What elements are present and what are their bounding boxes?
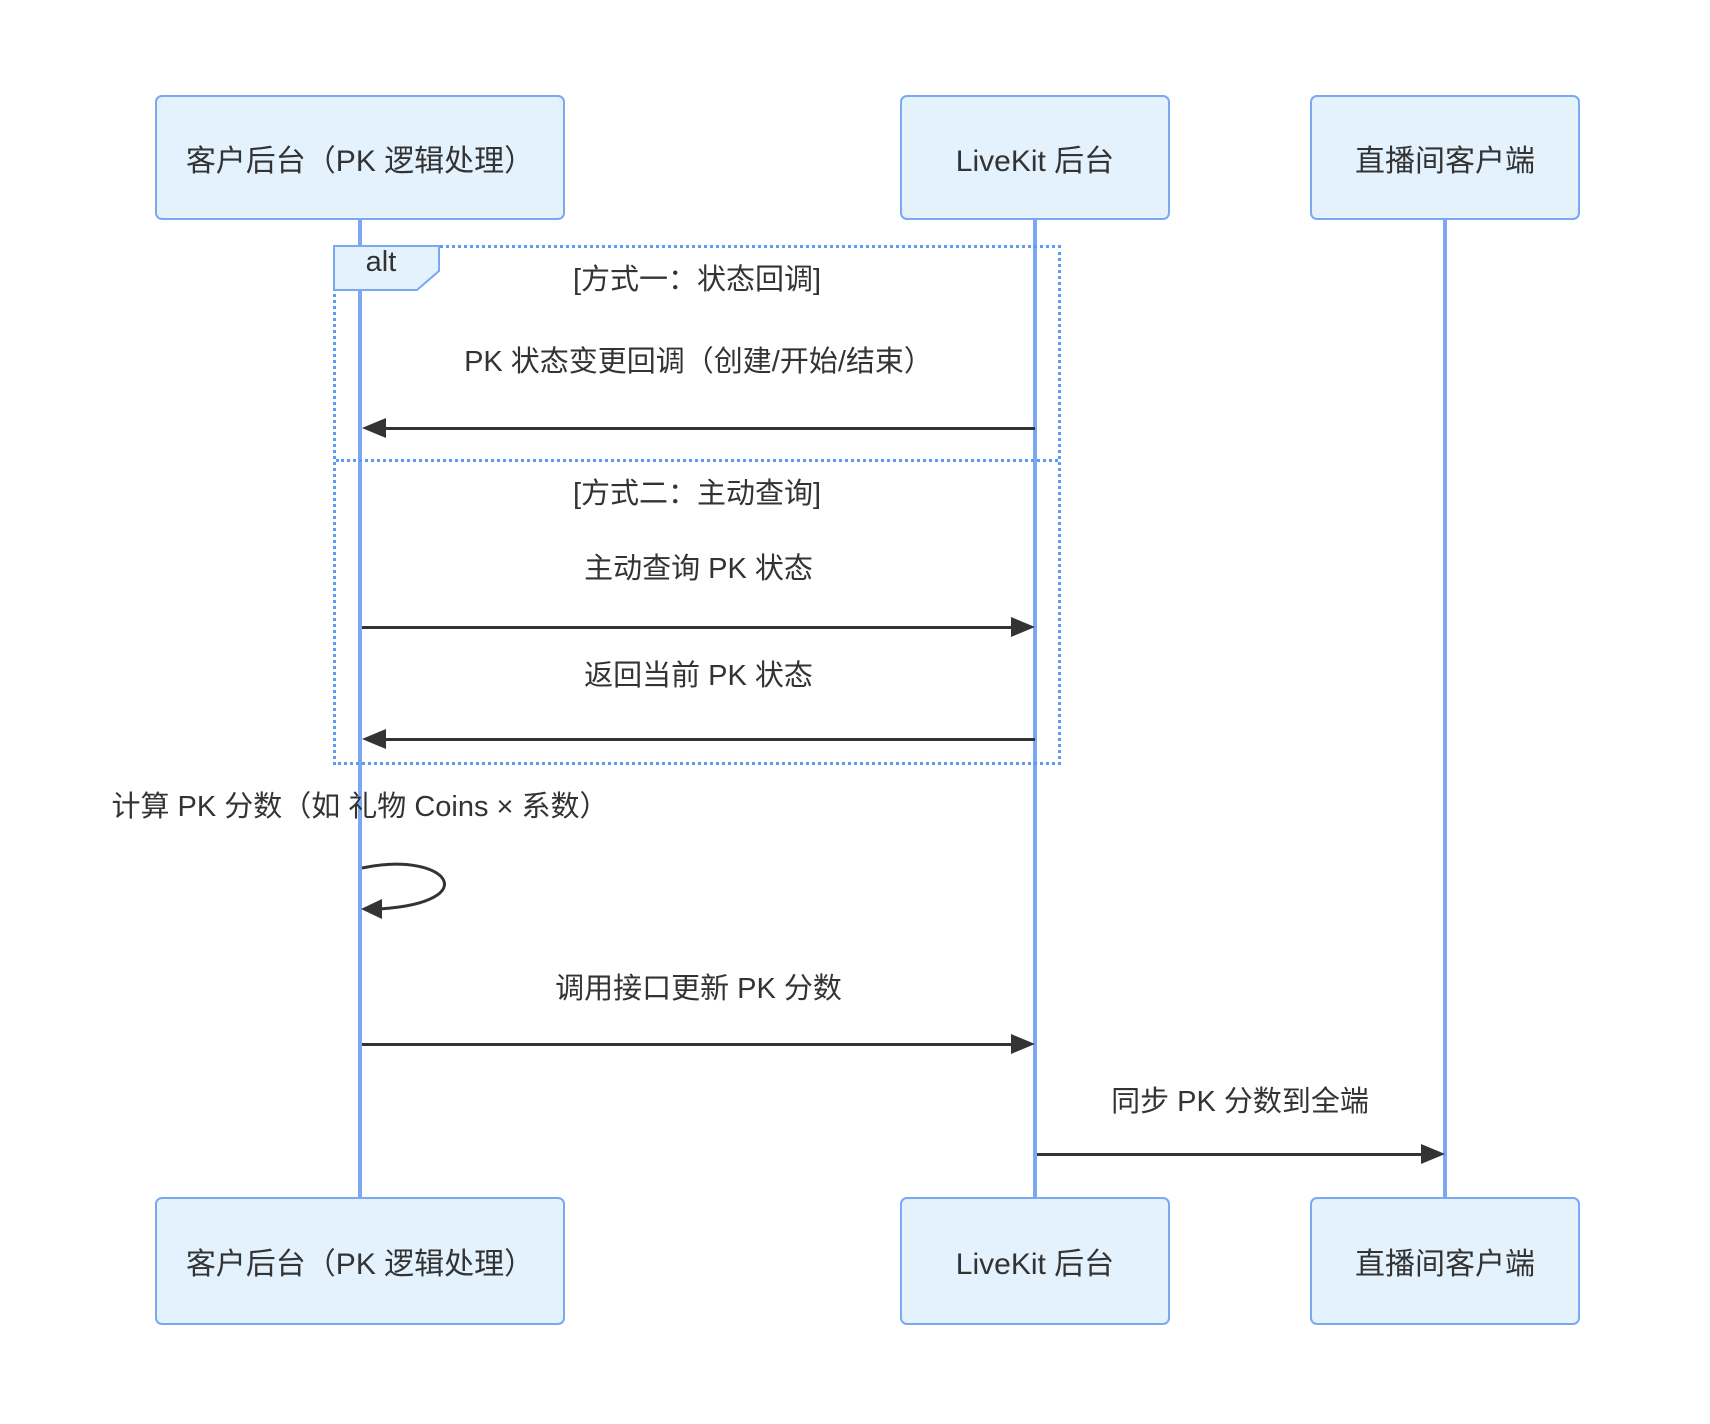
lifeline-customer	[358, 218, 362, 1200]
arrowhead-left-icon	[362, 418, 386, 438]
actor-label-customer-top: 客户后台（PK 逻辑处理）	[185, 144, 535, 178]
actor-box-customer-bottom: 客户后台（PK 逻辑处理）	[155, 1197, 565, 1325]
alt-section-title-2: [方式二：主动查询]	[572, 478, 822, 510]
message-text-return-status: 返回当前 PK 状态	[584, 660, 813, 692]
lifeline-client	[1443, 218, 1447, 1200]
alt-label: alt	[333, 245, 441, 291]
alt-section-divider	[336, 459, 1058, 462]
arrowhead-right-icon	[1011, 617, 1035, 637]
message-arrow-return-status	[382, 738, 1035, 741]
actor-label-customer-bottom: 客户后台（PK 逻辑处理）	[185, 1248, 535, 1281]
lifeline-livekit	[1033, 218, 1037, 1200]
actor-box-customer-top: 客户后台（PK 逻辑处理）	[155, 95, 565, 220]
actor-box-livekit-bottom: LiveKit 后台	[900, 1197, 1170, 1325]
self-loop-arrow	[361, 862, 446, 919]
arrowhead-right-icon	[1421, 1144, 1445, 1164]
actor-label-client-top: 直播间客户端	[1355, 144, 1535, 178]
actor-label-client-bottom: 直播间客户端	[1355, 1248, 1535, 1281]
message-arrow-sync-score	[1037, 1153, 1423, 1156]
alt-frame: alt [方式一：状态回调] [方式二：主动查询]	[333, 245, 1061, 765]
message-arrow-update-score	[362, 1043, 1015, 1046]
arrowhead-left-icon	[362, 729, 386, 749]
message-text-status-callback: PK 状态变更回调（创建/开始/结束）	[464, 346, 933, 378]
arrowhead-right-icon	[1011, 1034, 1035, 1054]
message-arrow-status-callback	[382, 427, 1035, 430]
actor-box-livekit-top: LiveKit 后台	[900, 95, 1170, 220]
message-arrow-query-status	[362, 626, 1015, 629]
actor-box-client-bottom: 直播间客户端	[1310, 1197, 1580, 1325]
actor-box-client-top: 直播间客户端	[1310, 95, 1580, 220]
alt-label-text: alt	[365, 246, 397, 278]
alt-label-shape	[333, 245, 440, 291]
message-text-query-status: 主动查询 PK 状态	[584, 553, 813, 585]
message-text-calc-score: 计算 PK 分数（如 礼物 Coins × 系数）	[111, 791, 609, 823]
alt-section-title-1: [方式一：状态回调]	[572, 264, 822, 296]
message-text-sync-score: 同步 PK 分数到全端	[1111, 1086, 1369, 1118]
actor-label-livekit-top: LiveKit 后台	[955, 144, 1115, 178]
message-text-update-score: 调用接口更新 PK 分数	[555, 973, 842, 1005]
actor-label-livekit-bottom: LiveKit 后台	[955, 1248, 1115, 1281]
